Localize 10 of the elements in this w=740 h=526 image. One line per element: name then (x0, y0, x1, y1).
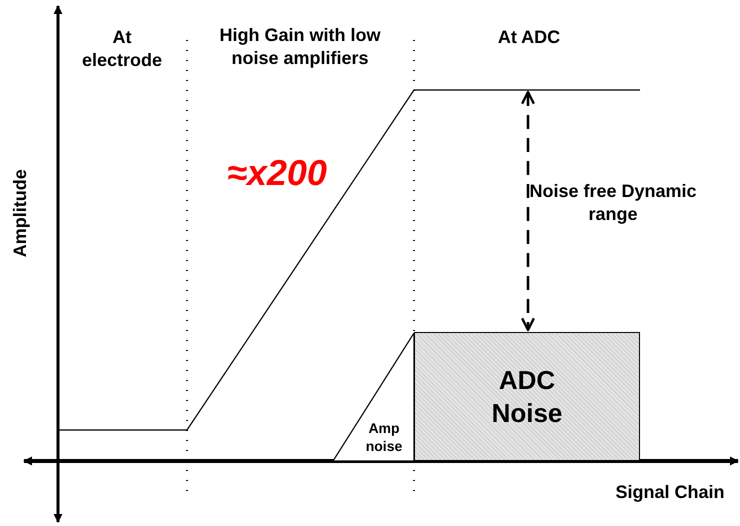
column-heading: At ADC (496, 26, 562, 48)
range-label: Noise free Dynamic range (528, 180, 698, 225)
axis-title: Signal Chain (614, 481, 726, 504)
noise-label: Amp noise (364, 420, 404, 455)
column-heading: High Gain with low noise amplifiers (218, 24, 382, 69)
noise-label: ADC Noise (490, 364, 564, 429)
gain-label: ≈x200 (226, 151, 328, 195)
column-heading: At electrode (80, 26, 164, 71)
noise-box (414, 332, 640, 461)
axis-title: Amplitude (8, 168, 31, 260)
